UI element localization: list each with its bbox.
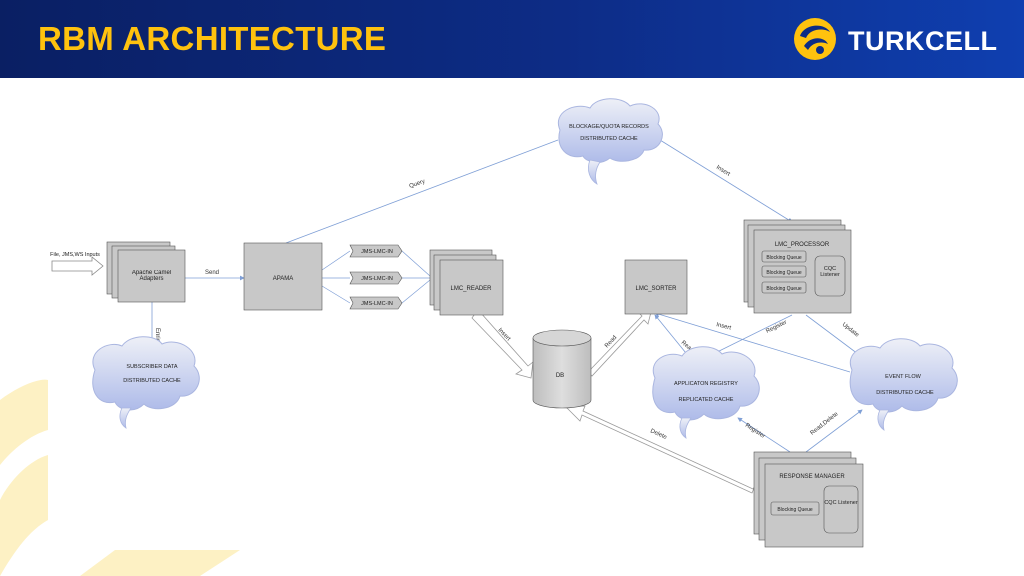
insert-eventflow-label: Insert [716, 322, 732, 332]
eventflow-line-2: DISTRIBUTED CACHE [876, 390, 934, 396]
cqc-listener-rm-label: CQC Listener [824, 500, 858, 506]
registry-cache-cloud: APPLICATON REGISTRY REPLICATED CACHE [652, 346, 760, 439]
blocking-queue-3-label: Blocking Queue [766, 286, 802, 292]
eventflow-line-1: EVENT FLOW [885, 374, 921, 380]
delete-edge [565, 405, 756, 494]
query-edge [285, 139, 559, 244]
camel-adapters-node: Apache Camel Adapters [106, 241, 186, 303]
register-rm-edge [737, 417, 791, 453]
blockage-cache-cloud: BLOCKAGE/QUOTA RECORDS DISTRIBUTED CACHE [557, 98, 663, 185]
turkcell-logo-icon [794, 18, 836, 60]
register-processor-label: Register [765, 320, 788, 335]
inputs-node: File, JMS,WS Inputs [50, 252, 100, 258]
registry-line-1: APPLICATON REGISTRY [674, 381, 738, 387]
subscriber-cache-cloud: SUBSCRIBER DATA DISTRIBUTED CACHE [92, 336, 200, 429]
lmc-reader-label: LMC_READER [450, 286, 492, 292]
brand-name: TURKCELL [848, 26, 998, 56]
subscriber-line-1: SUBSCRIBER DATA [126, 364, 177, 370]
db-label: DB [556, 373, 564, 379]
send-label: Send [205, 270, 219, 276]
architecture-diagram: Send Enrich Query Insert Insert Read Rea… [50, 98, 958, 548]
jms-queue-1-label: JMS-LMC-IN [361, 249, 393, 255]
blockage-line-2: DISTRIBUTED CACHE [580, 136, 638, 142]
blockage-line-1: BLOCKAGE/QUOTA RECORDS [569, 124, 649, 130]
read-delete-label: Read,Delete [810, 411, 841, 437]
insert-blockage-edge [659, 139, 793, 223]
connectors [51, 139, 863, 494]
header-bar: RBM ARCHITECTURE TURKCELL [0, 0, 1024, 78]
camel-label: Apache Camel Adapters [131, 270, 172, 282]
jms1-reader-edge [401, 250, 431, 277]
jms3-reader-edge [401, 279, 431, 304]
apama-jms3-edge [321, 285, 351, 304]
apama-node: APAMA [243, 242, 323, 311]
inputs-arrow [51, 256, 104, 276]
query-label: Query [409, 179, 426, 190]
lmc-sorter-node: LMC_SORTER [624, 259, 688, 315]
registry-line-2: REPLICATED CACHE [679, 397, 734, 403]
lmc-sorter-label: LMC_SORTER [636, 286, 678, 292]
jms-queue-2-label: JMS-LMC-IN [361, 276, 393, 282]
apama-label: APAMA [273, 276, 294, 282]
delete-label: Delete [649, 428, 668, 441]
insert-eventflow-edge [654, 311, 851, 373]
response-manager-label: RESPONSE MANAGER [779, 474, 845, 480]
inputs-label: File, JMS,WS Inputs [50, 252, 100, 258]
read-db-edge [587, 307, 653, 377]
decorative-stripes [0, 379, 240, 576]
jms-queues: JMS-LMC-IN JMS-LMC-IN JMS-LMC-IN [349, 244, 403, 310]
lmc-processor-label: LMC_PROCESSOR [775, 242, 830, 248]
jms-queue-3-label: JMS-LMC-IN [361, 301, 393, 307]
blocking-queue-rm-label: Blocking Queue [777, 507, 813, 513]
blocking-queue-1-label: Blocking Queue [766, 255, 802, 261]
lmc-processor-node: LMC_PROCESSOR Blocking Queue Blocking Qu… [743, 219, 852, 314]
apama-jms1-edge [321, 250, 351, 271]
update-label: Update [841, 322, 860, 339]
enrich-label: Enrich [154, 328, 160, 345]
read-delete-edge [805, 409, 863, 453]
update-edge [805, 314, 863, 358]
read-registry-edge [654, 314, 691, 359]
response-manager-node: RESPONSE MANAGER Blocking Queue CQC List… [753, 451, 864, 548]
insert-db-edge [471, 311, 534, 379]
register-rm-label: Register [744, 423, 766, 440]
db-node: DB [532, 329, 592, 409]
cqc-listener-1-label: CQC Listener [820, 266, 840, 278]
blocking-queue-2-label: Blocking Queue [766, 270, 802, 276]
slide-title: RBM ARCHITECTURE [38, 20, 387, 57]
lmc-reader-node: LMC_READER [429, 249, 504, 316]
subscriber-line-2: DISTRIBUTED CACHE [123, 378, 181, 384]
eventflow-cache-cloud: EVENT FLOW DISTRIBUTED CACHE [849, 338, 958, 431]
